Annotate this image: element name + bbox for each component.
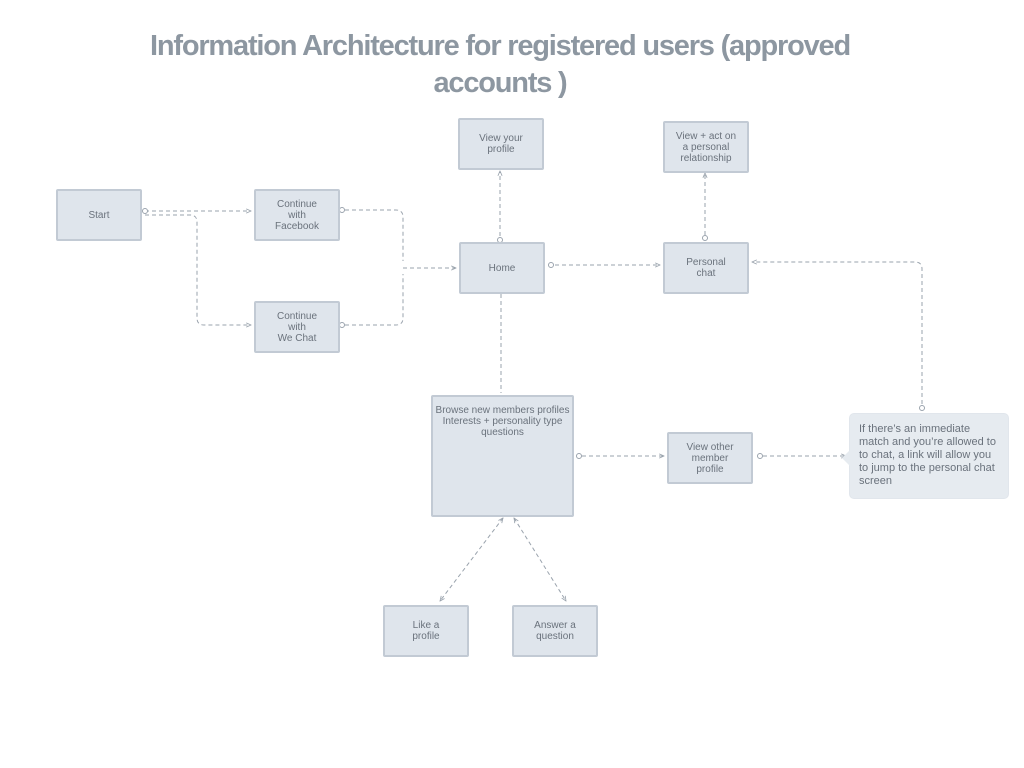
connector-origin-dot bbox=[757, 453, 763, 459]
node-label-line: View + act on bbox=[675, 130, 737, 142]
node-label-line: View other bbox=[686, 441, 734, 453]
page-title-line-2: accounts ) bbox=[433, 67, 567, 99]
annotation-note-text: If there’s an immediate match and you’re… bbox=[859, 423, 996, 487]
connector-origin-dot bbox=[142, 208, 148, 214]
connector-start-to-wechat bbox=[145, 214, 251, 325]
node-view-your-profile[interactable]: View your profile bbox=[458, 118, 544, 170]
annotation-note: If there’s an immediate match and you’re… bbox=[842, 414, 1008, 498]
node-view-act-relationship[interactable]: View + act on a personal relationship bbox=[663, 121, 749, 173]
node-view-other-member-profile[interactable]: View other member profile bbox=[667, 432, 753, 484]
connector-origin-dot bbox=[548, 262, 554, 268]
node-label-line: chat bbox=[696, 268, 716, 279]
node-home[interactable]: Home bbox=[459, 242, 545, 294]
connector-facebook-to-home bbox=[345, 209, 404, 261]
node-label-line: profile bbox=[412, 631, 440, 642]
connector-origin-dot bbox=[702, 235, 708, 241]
node-label-line: questions bbox=[481, 427, 524, 438]
connector-origin-dot bbox=[339, 207, 345, 213]
connector-note-to-personal-chat bbox=[752, 262, 923, 404]
node-label-line: Like a bbox=[412, 620, 440, 631]
node-label-line: Facebook bbox=[275, 220, 319, 232]
node-continue-wechat[interactable]: Continue with We Chat bbox=[254, 301, 340, 353]
connector-wechat-to-home bbox=[345, 274, 404, 326]
node-label-line: question bbox=[536, 631, 574, 642]
connector-origin-dot bbox=[919, 405, 925, 411]
node-label-line: a personal bbox=[682, 141, 730, 153]
node-label-line: profile bbox=[487, 144, 515, 155]
page-title: Information Architecture for registered … bbox=[150, 28, 851, 102]
node-label-line: Continue bbox=[276, 310, 318, 322]
connector-origin-dot bbox=[576, 453, 582, 459]
connector-browse-to-answer bbox=[514, 518, 566, 601]
connector-origin-dot bbox=[339, 322, 345, 328]
node-label-line: Start bbox=[88, 209, 110, 221]
node-personal-chat[interactable]: Personal chat bbox=[663, 242, 749, 294]
node-start[interactable]: Start bbox=[56, 189, 142, 241]
node-label-line: Browse new members profiles bbox=[435, 405, 570, 416]
node-continue-facebook[interactable]: Continue with Facebook bbox=[254, 189, 340, 241]
node-label-line: Interests + personality type bbox=[442, 416, 563, 427]
node-browse-members[interactable]: Browse new members profiles Interests + … bbox=[431, 395, 574, 517]
node-label-line: Answer a bbox=[534, 620, 576, 631]
node-label-line: relationship bbox=[680, 152, 732, 164]
node-label-line: with bbox=[288, 209, 306, 221]
node-label-line: member bbox=[691, 452, 729, 464]
node-label-line: with bbox=[288, 321, 306, 333]
node-label-line: Home bbox=[488, 262, 516, 274]
node-label-line: profile bbox=[696, 463, 724, 475]
node-label-line: Personal bbox=[686, 257, 726, 268]
node-answer-question[interactable]: Answer a question bbox=[512, 605, 598, 657]
node-like-profile[interactable]: Like a profile bbox=[383, 605, 469, 657]
node-label-line: We Chat bbox=[277, 332, 317, 344]
connector-browse-to-like bbox=[440, 518, 503, 601]
node-label-line: Continue bbox=[276, 198, 317, 210]
node-label-line: View your bbox=[479, 133, 523, 144]
page-title-line-1: Information Architecture for registered … bbox=[150, 30, 851, 62]
